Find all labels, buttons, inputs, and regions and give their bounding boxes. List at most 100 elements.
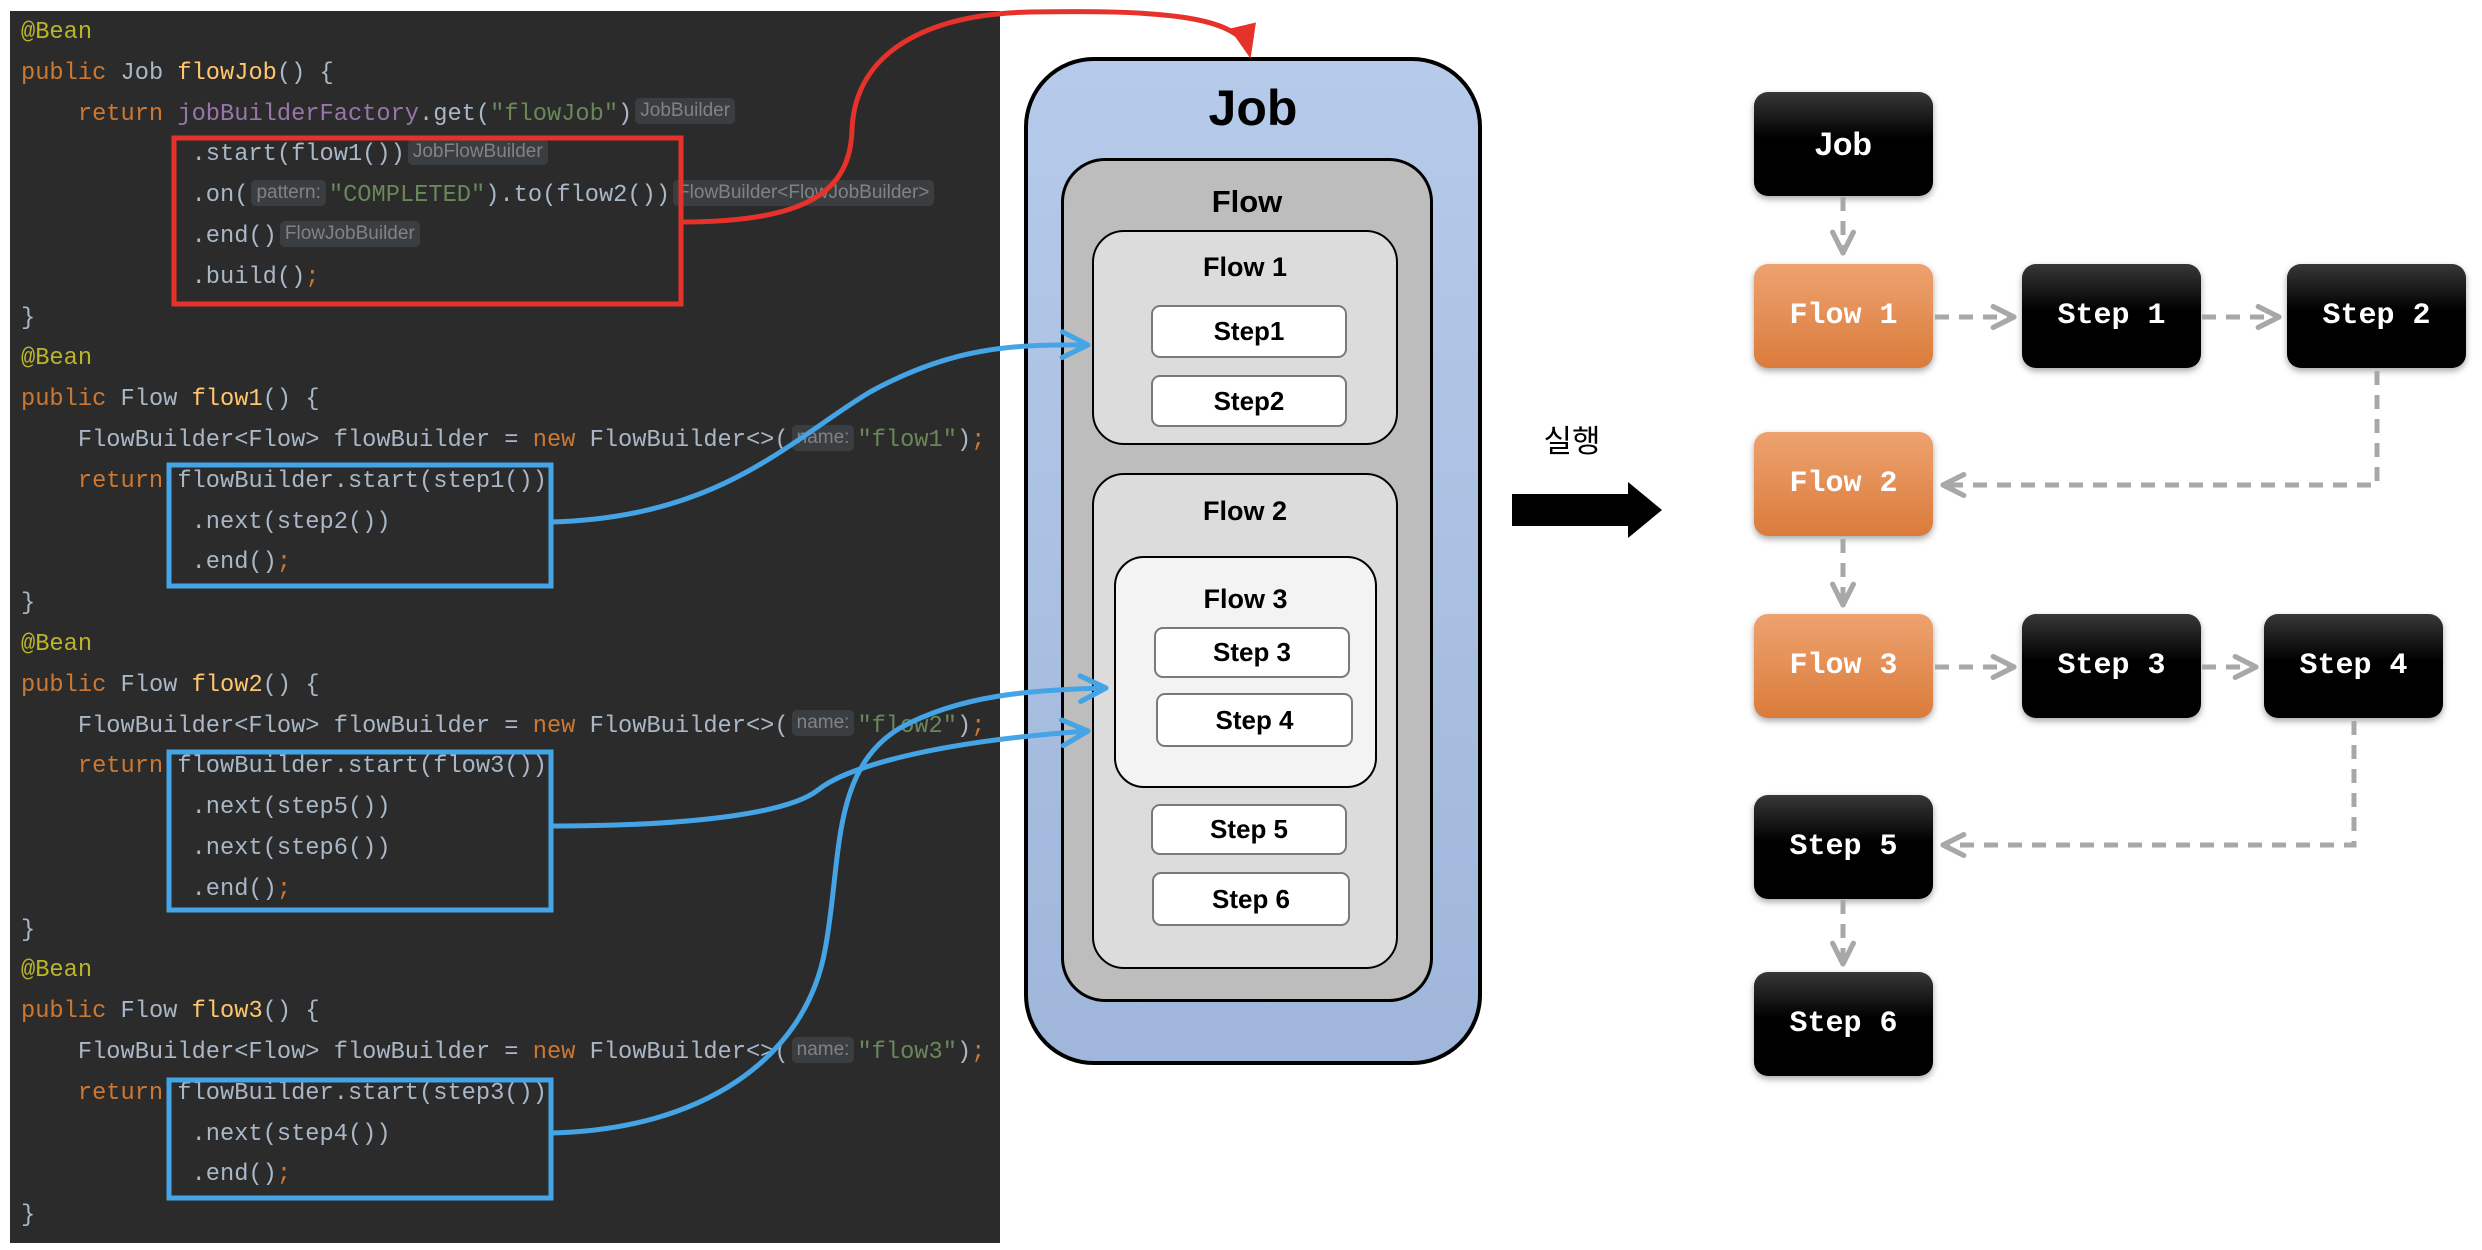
code-token: ) [956,1038,972,1066]
code-token [21,1080,78,1107]
code-line: public Flow flow2() { [21,666,1000,707]
run-arrow [1512,482,1662,538]
code-line: .next(step5()) [21,788,1000,829]
code-line: @Bean [21,625,1000,666]
code-token: .next(step2()) [21,508,391,536]
code-token: Flow [106,671,192,699]
inlay-hint: name: [791,424,855,451]
code-token: ) [956,426,972,454]
code-token: "flow3" [857,1038,957,1066]
code-token: new [532,426,576,454]
flow1-box: Flow 1 Step1 Step2 [1092,230,1398,445]
code-token: ).to(flow2()) [485,182,671,210]
exec-node-step3: Step 3 [2022,614,2201,718]
inlay-hint: JobBuilder [635,98,736,125]
code-token: public [21,998,107,1026]
code-token: ; [276,1161,292,1189]
code-token: ) [956,712,972,740]
code-token: FlowBuilder<Flow> flowBuilder = [21,1038,533,1066]
code-token: ; [276,549,292,577]
inlay-hint: FlowJobBuilder [279,220,420,247]
step5-box: Step 5 [1151,804,1347,855]
inlay-hint: JobFlowBuilder [407,139,548,166]
code-token: FlowBuilder<>( [575,426,789,454]
code-line: return flowBuilder.start(flow3()) [21,747,1000,788]
code-token: ; [971,426,986,454]
inlay-hint: pattern: [251,179,326,206]
code-token: .end() [21,222,277,250]
code-token: .get( [419,100,491,128]
code-token: ; [971,1038,986,1066]
code-token: } [21,590,36,618]
code-token: .next(step5()) [21,794,391,822]
code-line: .next(step2()) [21,503,1000,544]
code-token [163,101,177,128]
code-token: .end() [21,875,277,903]
code-line: .end(); [21,543,1000,584]
exec-node-step1: Step 1 [2022,264,2201,368]
code-line: .build(); [21,258,1000,299]
code-line: .on(pattern:"COMPLETED").to(flow2())Flow… [21,176,1000,217]
code-token: FlowBuilder<>( [575,712,789,740]
step4-box: Step 4 [1156,693,1353,747]
code-token: FlowBuilder<>( [575,1038,789,1066]
run-label: 실행 [1543,424,1601,460]
code-token: .build() [21,263,306,291]
code-token: "flowJob" [490,100,619,128]
code-token: .on( [21,182,249,210]
code-line: .end(); [21,870,1000,911]
code-line: public Job flowJob() { [21,54,1000,95]
step3-box: Step 3 [1154,627,1350,678]
inlay-hint: name: [791,1036,855,1063]
code-line: .next(step6()) [21,829,1000,870]
step2-box: Step2 [1151,375,1347,427]
code-line: FlowBuilder<Flow> flowBuilder = new Flow… [21,707,1000,748]
code-line: } [21,584,1000,625]
exec-node-step6: Step 6 [1754,972,1933,1076]
code-token: flowJob [177,59,277,87]
code-token: Flow [106,998,192,1026]
code-token: @Bean [21,345,93,373]
code-token: flow3 [191,998,263,1026]
code-token: } [21,1202,36,1230]
code-token: () { [276,59,334,87]
code-token: () { [262,998,320,1026]
code-line: .end(); [21,1155,1000,1196]
code-token: .end() [21,549,277,577]
code-token: } [21,916,36,944]
exec-node-job: Job [1754,92,1933,196]
code-token: .next(step6()) [21,834,391,862]
code-line: .start(flow1())JobFlowBuilder [21,135,1000,176]
code-token: new [532,1038,576,1066]
code-token: return [77,100,164,128]
code-token: new [532,712,576,740]
code-token: ; [276,875,292,903]
flow3-box: Flow 3 Step 3 Step 4 [1114,556,1377,788]
code-token: @Bean [21,957,93,985]
code-line: @Bean [21,13,1000,54]
code-line: @Bean [21,951,1000,992]
exec-node-step4: Step 4 [2264,614,2443,718]
flow-container: Flow Flow 1 Step1 Step2 Flow 2 Flow 3 St… [1061,158,1433,1002]
code-token: FlowBuilder<Flow> flowBuilder = [21,426,533,454]
code-token [21,101,78,128]
step1-box: Step1 [1151,305,1347,358]
code-token: "flow2" [857,712,957,740]
exec-node-flow2: Flow 2 [1754,432,1933,536]
code-line: public Flow flow1() { [21,380,1000,421]
step6-box: Step 6 [1152,872,1350,926]
code-token: () { [262,671,320,699]
code-token: .end() [21,1161,277,1189]
exec-node-step5: Step 5 [1754,795,1933,899]
flow1-title: Flow 1 [1202,252,1287,282]
code-token [21,753,78,780]
code-token: jobBuilderFactory [177,100,420,128]
code-token: return [77,753,164,781]
code-token: FlowBuilder<Flow> flowBuilder = [21,712,533,740]
code-line: @Bean [21,339,1000,380]
code-token: "COMPLETED" [328,182,486,210]
code-line: FlowBuilder<Flow> flowBuilder = new Flow… [21,421,1000,462]
code-token: .start(flow1()) [21,141,405,169]
exec-node-flow3: Flow 3 [1754,614,1933,718]
